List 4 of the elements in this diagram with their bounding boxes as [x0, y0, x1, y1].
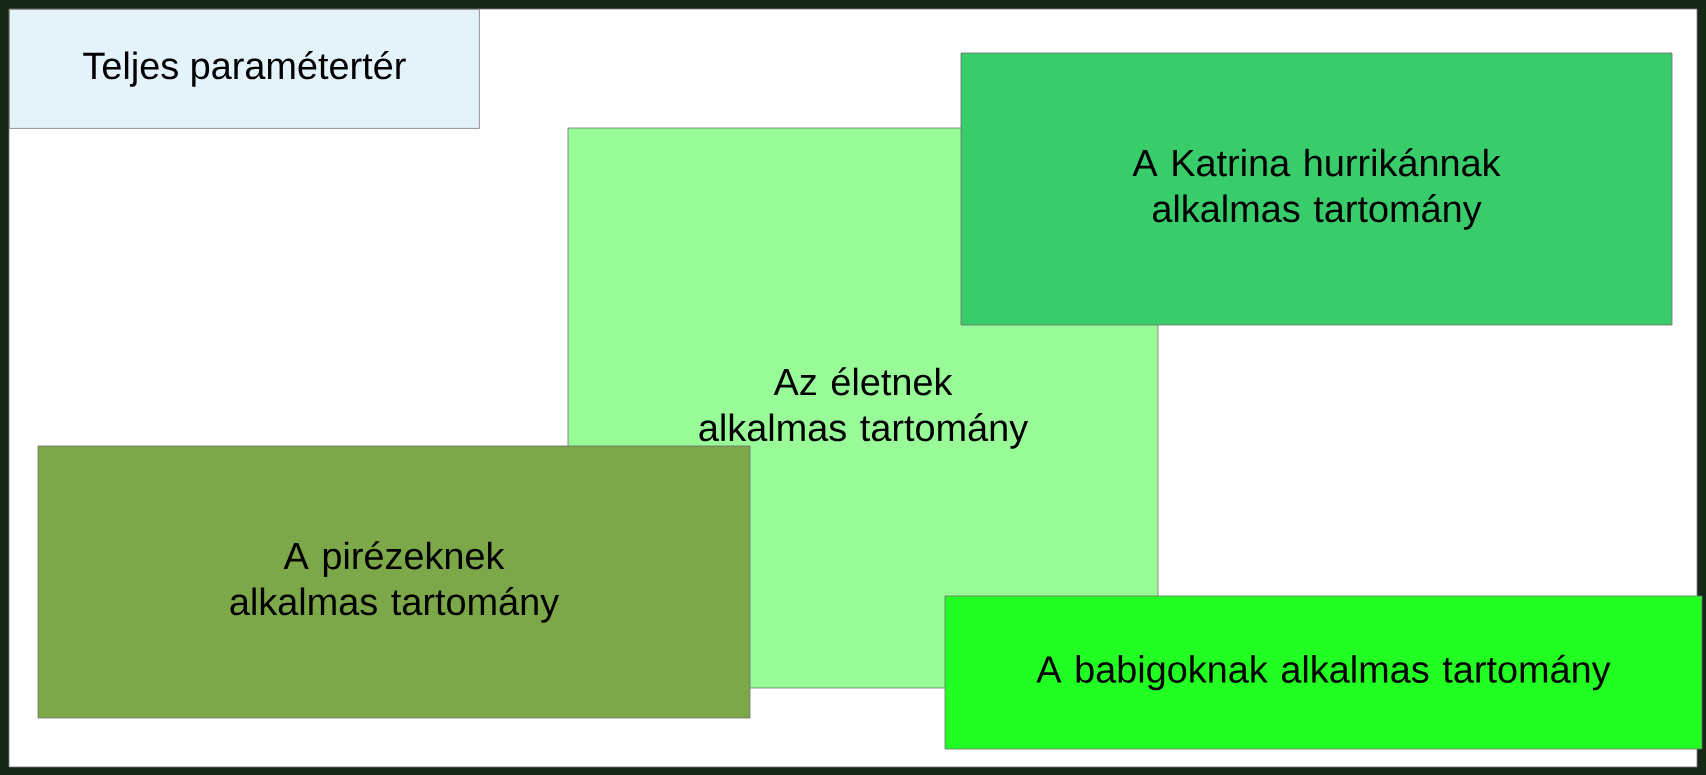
region-box: A babigoknak alkalmas tartomány	[944, 595, 1703, 750]
region-box: A pirézeknek alkalmas tartomány	[37, 445, 751, 719]
region-box: A Katrina hurrikánnak alkalmas tartomány	[960, 52, 1673, 326]
heading-box: Teljes paramétertér	[9, 9, 480, 129]
